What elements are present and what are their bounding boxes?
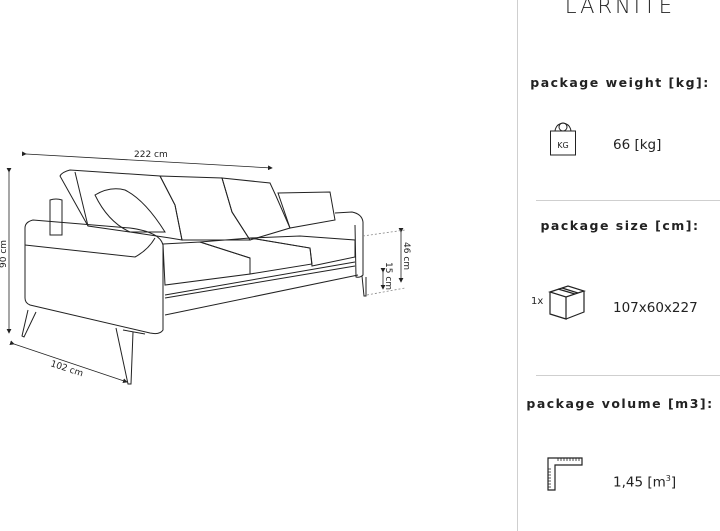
package-weight-value: 66 [kg] — [613, 137, 662, 153]
divider — [536, 375, 720, 376]
svg-text:KG: KG — [557, 141, 568, 150]
package-quantity: 1x — [531, 296, 544, 307]
depth-label: 102 cm — [49, 359, 84, 379]
dimension-lines — [6, 151, 406, 383]
package-size-label: package size [cm]: — [540, 218, 700, 233]
height-label: 90 cm — [0, 240, 9, 268]
seat-height-label: 46 cm — [401, 242, 411, 270]
divider — [536, 200, 720, 201]
width-label: 222 cm — [134, 150, 168, 160]
package-volume-label: package volume [m3]: — [526, 396, 714, 411]
sofa-outline — [21, 169, 367, 385]
ruler-square-icon — [547, 457, 583, 491]
box-icon — [548, 285, 586, 320]
product-title: LARNITE — [564, 0, 676, 18]
package-weight-label: package weight [kg]: — [530, 75, 710, 90]
weight-kg-icon: KG — [550, 122, 576, 156]
leg-height-label: 15 cm — [383, 262, 393, 290]
vertical-divider — [517, 0, 518, 531]
package-size-value: 107x60x227 — [613, 300, 698, 316]
sofa-dimension-drawing: 222 cm 90 cm 102 cm 46 cm 15 cm — [0, 150, 411, 385]
package-volume-value: 1,45 [m3] — [613, 474, 677, 491]
